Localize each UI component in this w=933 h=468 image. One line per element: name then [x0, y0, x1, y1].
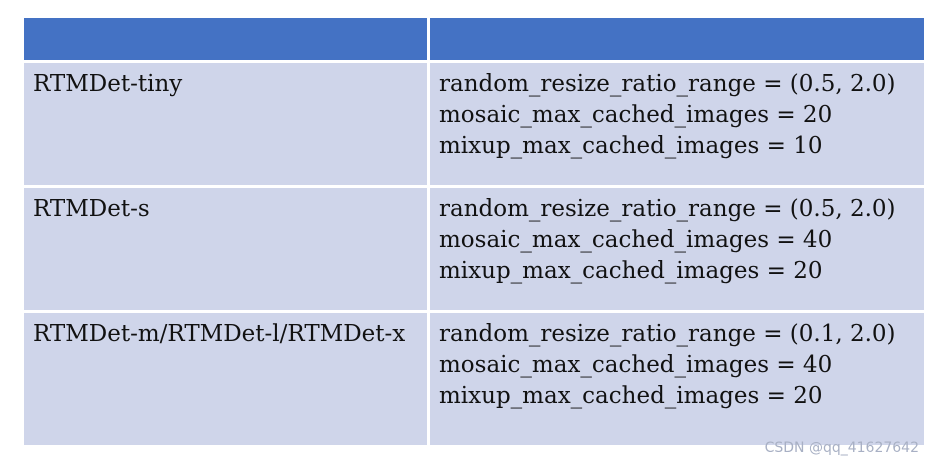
model-cell: RTMDet-m/RTMDet-l/RTMDet-x	[24, 313, 430, 448]
param-line: mosaic_max_cached_images = 40	[439, 352, 833, 378]
header-cell-model	[24, 18, 430, 63]
param-line: random_resize_ratio_range = (0.5, 2.0)	[439, 71, 896, 97]
watermark: CSDN @qq_41627642	[764, 440, 919, 456]
param-line: mosaic_max_cached_images = 20	[439, 102, 833, 128]
model-cell: RTMDet-s	[24, 188, 430, 313]
model-name: RTMDet-m/RTMDet-l/RTMDet-x	[33, 321, 406, 347]
table-row: RTMDet-s random_resize_ratio_range = (0.…	[24, 188, 924, 313]
table-header-row	[24, 18, 924, 63]
params-cell: random_resize_ratio_range = (0.5, 2.0) m…	[430, 188, 924, 313]
config-table: RTMDet-tiny random_resize_ratio_range = …	[24, 18, 924, 448]
table-row: RTMDet-m/RTMDet-l/RTMDet-x random_resize…	[24, 313, 924, 448]
param-line: mixup_max_cached_images = 20	[439, 258, 823, 284]
params-cell: random_resize_ratio_range = (0.5, 2.0) m…	[430, 63, 924, 188]
header-cell-params	[430, 18, 924, 63]
param-line: mixup_max_cached_images = 10	[439, 133, 823, 159]
params-cell: random_resize_ratio_range = (0.1, 2.0) m…	[430, 313, 924, 448]
model-name: RTMDet-s	[33, 196, 150, 222]
param-line: random_resize_ratio_range = (0.1, 2.0)	[439, 321, 896, 347]
table-row: RTMDet-tiny random_resize_ratio_range = …	[24, 63, 924, 188]
model-name: RTMDet-tiny	[33, 71, 183, 97]
model-cell: RTMDet-tiny	[24, 63, 430, 188]
param-line: mixup_max_cached_images = 20	[439, 383, 823, 409]
param-line: mosaic_max_cached_images = 40	[439, 227, 833, 253]
param-line: random_resize_ratio_range = (0.5, 2.0)	[439, 196, 896, 222]
